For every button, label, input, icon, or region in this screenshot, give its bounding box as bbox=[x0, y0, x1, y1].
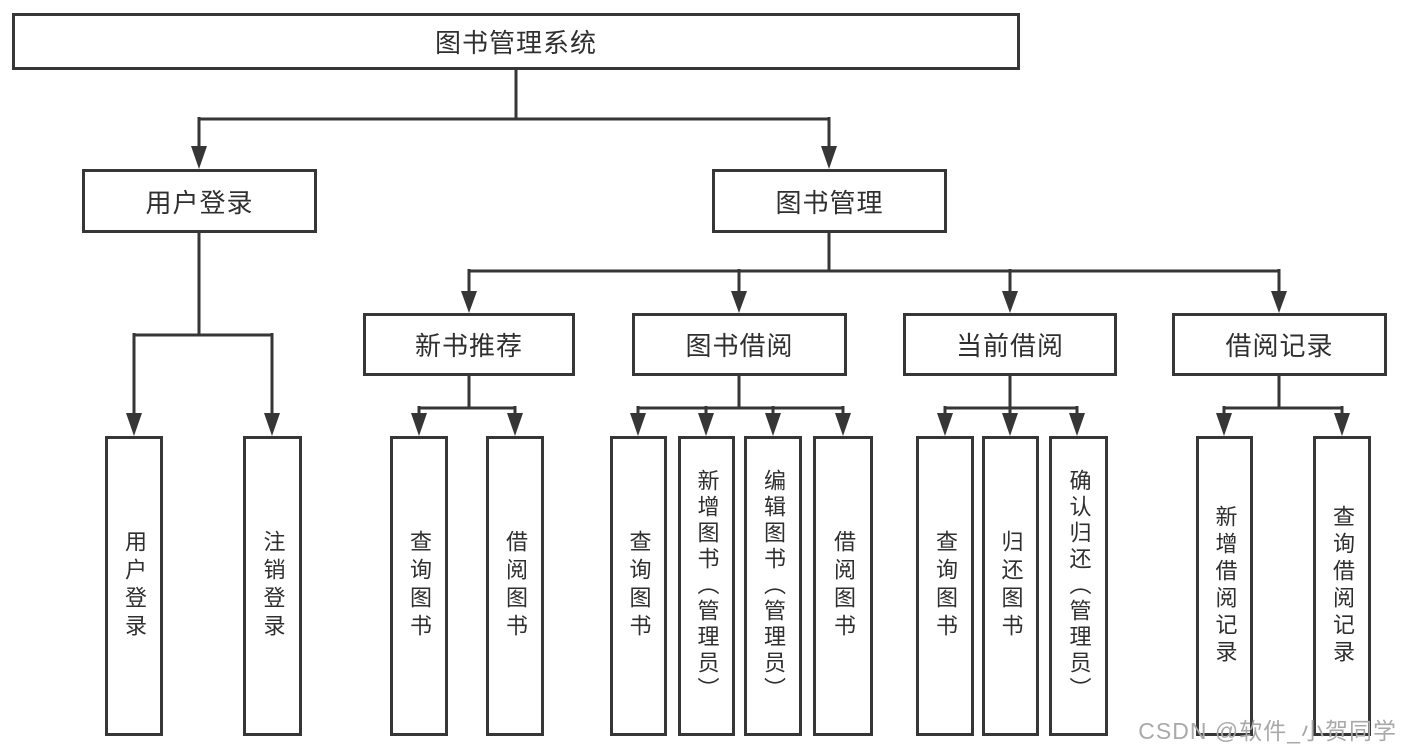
csdn-watermark: CSDN @软件_小贺同学 bbox=[1138, 718, 1397, 744]
leaf-records-add-record: 新增借阅记录 bbox=[1196, 436, 1253, 736]
leaf-newbook-query-books: 查询图书 bbox=[390, 436, 448, 736]
leaf-borrowing-borrow-books: 借阅图书 bbox=[813, 436, 873, 736]
node-root-system: 图书管理系统 bbox=[12, 13, 1020, 70]
leaf-user-login: 用户登录 bbox=[105, 436, 163, 736]
leaf-current-query-books: 查询图书 bbox=[916, 436, 974, 736]
node-new-book-recommend: 新书推荐 bbox=[363, 313, 575, 376]
node-borrowing-records: 借阅记录 bbox=[1172, 313, 1387, 376]
leaf-logout: 注销登录 bbox=[243, 436, 302, 736]
node-current-borrowing: 当前借阅 bbox=[903, 313, 1117, 376]
leaf-borrowing-add-books-admin: 新增图书（管理员） bbox=[678, 436, 735, 736]
leaf-current-confirm-return-admin: 确认归还（管理员） bbox=[1049, 436, 1108, 736]
node-user-login: 用户登录 bbox=[82, 169, 317, 233]
leaf-newbook-borrow-books: 借阅图书 bbox=[486, 436, 544, 736]
leaf-borrowing-query-books: 查询图书 bbox=[610, 436, 667, 736]
leaf-borrowing-edit-books-admin: 编辑图书（管理员） bbox=[744, 436, 802, 736]
leaf-records-query-record: 查询借阅记录 bbox=[1313, 436, 1371, 736]
node-book-management: 图书管理 bbox=[712, 169, 947, 233]
node-book-borrowing: 图书借阅 bbox=[632, 313, 847, 376]
leaf-current-return-books: 归还图书 bbox=[982, 436, 1039, 736]
